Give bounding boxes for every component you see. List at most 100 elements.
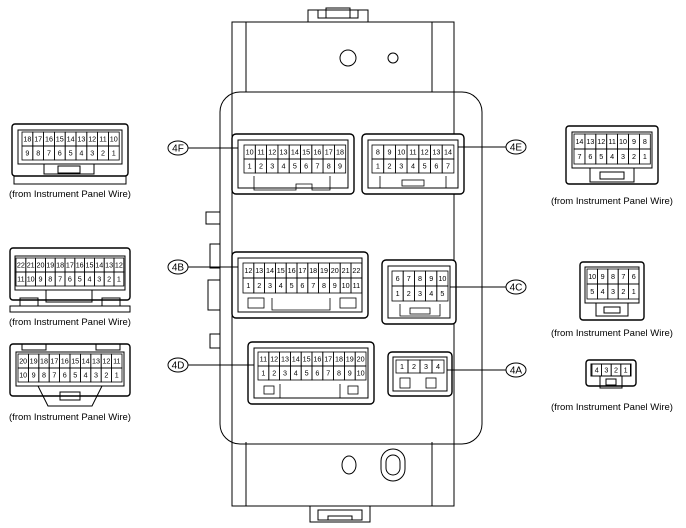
socket-4b-terminal-number: 15 — [277, 266, 285, 275]
tag-4d: 4D — [172, 361, 185, 372]
socket-4d-terminal-number: 13 — [281, 355, 289, 364]
socket-4f-terminal-number: 7 — [315, 162, 319, 171]
plug-4d-terminal-number: 18 — [40, 357, 48, 366]
socket-4e-terminal-number: 1 — [376, 162, 380, 171]
socket-4f-terminal-number: 6 — [304, 162, 308, 171]
socket-4b-terminal-number: 1 — [246, 281, 250, 290]
socket-4c-terminal-number: 3 — [418, 289, 422, 298]
leader-4b: 4B — [167, 259, 238, 275]
plug-4f-terminal-number: 11 — [99, 135, 106, 144]
plug-4b-terminal-number: 6 — [68, 275, 72, 284]
socket-4e-terminal-number: 10 — [397, 148, 405, 157]
socket-4d-terminal-cell — [354, 365, 367, 381]
socket-4b-terminal-number: 22 — [352, 266, 360, 275]
plug-4e-terminal-number: 4 — [610, 152, 614, 161]
socket-4b-terminal-number: 21 — [342, 266, 350, 275]
plug-4b-terminal-number: 5 — [78, 275, 82, 284]
socket-4d-terminal-number: 9 — [348, 369, 352, 378]
socket-4d-terminal-number: 19 — [346, 355, 354, 364]
plug-4f-terminal-number: 4 — [79, 149, 83, 158]
socket-4b-terminal-number: 17 — [298, 266, 306, 275]
plug-4d-terminal-number: 14 — [82, 357, 90, 366]
socket-4f-terminal-number: 5 — [293, 162, 297, 171]
socket-4b-terminal-number: 13 — [255, 266, 263, 275]
plug-4a-terminal-number: 1 — [624, 366, 628, 375]
plug-4b-terminal-number: 21 — [27, 261, 35, 270]
socket-4b-terminal-number: 5 — [290, 281, 294, 290]
socket-4f-terminal-cell — [333, 158, 347, 174]
socket-4e-terminal-number: 7 — [446, 162, 450, 171]
plug-4e-terminal-number: 10 — [619, 137, 627, 146]
socket-4c-terminal-number: 7 — [407, 274, 411, 283]
plug-4d-terminal-number: 6 — [63, 371, 67, 380]
plug-4e-terminal-number: 1 — [643, 152, 647, 161]
plug-4f-terminal-number: 8 — [36, 149, 40, 158]
plug-4b-terminal-number: 18 — [56, 261, 64, 270]
plug-4b-terminal-number: 14 — [95, 261, 103, 270]
tag-4b: 4B — [172, 263, 185, 274]
leader-4c: 4C — [450, 279, 527, 295]
socket-4d-terminal-number: 20 — [357, 355, 365, 364]
socket-4c-terminal-number: 2 — [407, 289, 411, 298]
socket-4f-terminal-number: 15 — [302, 148, 310, 157]
socket-4d-terminal-number: 11 — [260, 355, 267, 364]
plug-4f-terminal-number: 9 — [25, 149, 29, 158]
socket-4e-terminal-number: 14 — [444, 148, 452, 157]
socket-4b-terminal-number: 7 — [311, 281, 315, 290]
leader-4e: 4E — [458, 139, 527, 155]
plug-4e-terminal-number: 13 — [586, 137, 594, 146]
socket-4b-terminal-number: 11 — [353, 281, 360, 290]
wire-label-4f: (from Instrument Panel Wire) — [9, 189, 131, 200]
plug-4b-terminal-number: 10 — [27, 275, 35, 284]
socket-4f-terminal-number: 12 — [268, 148, 276, 157]
plug-4d-terminal-number: 12 — [102, 357, 110, 366]
plug-4d-terminal-number: 4 — [84, 371, 88, 380]
plug-4d-terminal-number: 20 — [19, 357, 27, 366]
plug-4d-terminal-number: 11 — [113, 357, 120, 366]
plug-4b-terminal-number: 22 — [17, 261, 25, 270]
junction-block-body — [205, 7, 483, 523]
socket-4a-terminal-number: 2 — [412, 362, 416, 371]
plug-4d-terminal-cell — [111, 367, 123, 383]
plug-4b-terminal-number: 9 — [39, 275, 43, 284]
plug-4f-terminal-number: 6 — [58, 149, 62, 158]
plug-4e-terminal-number: 12 — [597, 137, 605, 146]
plug-4e-terminal-number: 7 — [577, 152, 581, 161]
plug-4d-terminal-number: 16 — [61, 357, 69, 366]
plug-4d-terminal-number: 9 — [32, 371, 36, 380]
plug-4d-terminal-number: 13 — [92, 357, 100, 366]
socket-latches — [247, 176, 447, 399]
plug-4d-terminal-number: 2 — [104, 371, 108, 380]
plug-4f-terminal-number: 1 — [112, 149, 116, 158]
socket-4e-terminal-number: 4 — [411, 162, 415, 171]
socket-4b-terminal-number: 10 — [342, 281, 350, 290]
socket-4b-terminal-number: 12 — [244, 266, 252, 275]
plug-4f-terminal-number: 3 — [90, 149, 94, 158]
socket-4d-terminal-number: 18 — [335, 355, 343, 364]
plug-4e-terminal-number: 11 — [608, 137, 615, 146]
socket-4d-terminal-number: 14 — [292, 355, 300, 364]
leader-4a: 4A — [447, 362, 527, 378]
socket-4d-terminal-number: 7 — [326, 369, 330, 378]
socket-4a-terminal-number: 1 — [400, 362, 404, 371]
socket-4e-terminal-number: 8 — [376, 148, 380, 157]
socket-4d-terminal-number: 17 — [324, 355, 332, 364]
socket-4f-terminal-number: 4 — [282, 162, 286, 171]
socket-4f-terminal-number: 8 — [327, 162, 331, 171]
socket-4a-terminal-cell — [431, 359, 445, 374]
socket-4f-terminal-number: 2 — [259, 162, 263, 171]
socket-4b-terminal-number: 14 — [266, 266, 274, 275]
plug-4a-terminal-number: 4 — [595, 366, 599, 375]
tag-4f: 4F — [172, 144, 184, 155]
socket-4c-terminal-number: 8 — [418, 274, 422, 283]
socket-4e-terminal-number: 5 — [423, 162, 427, 171]
plug-4b-terminal-number: 1 — [117, 275, 121, 284]
